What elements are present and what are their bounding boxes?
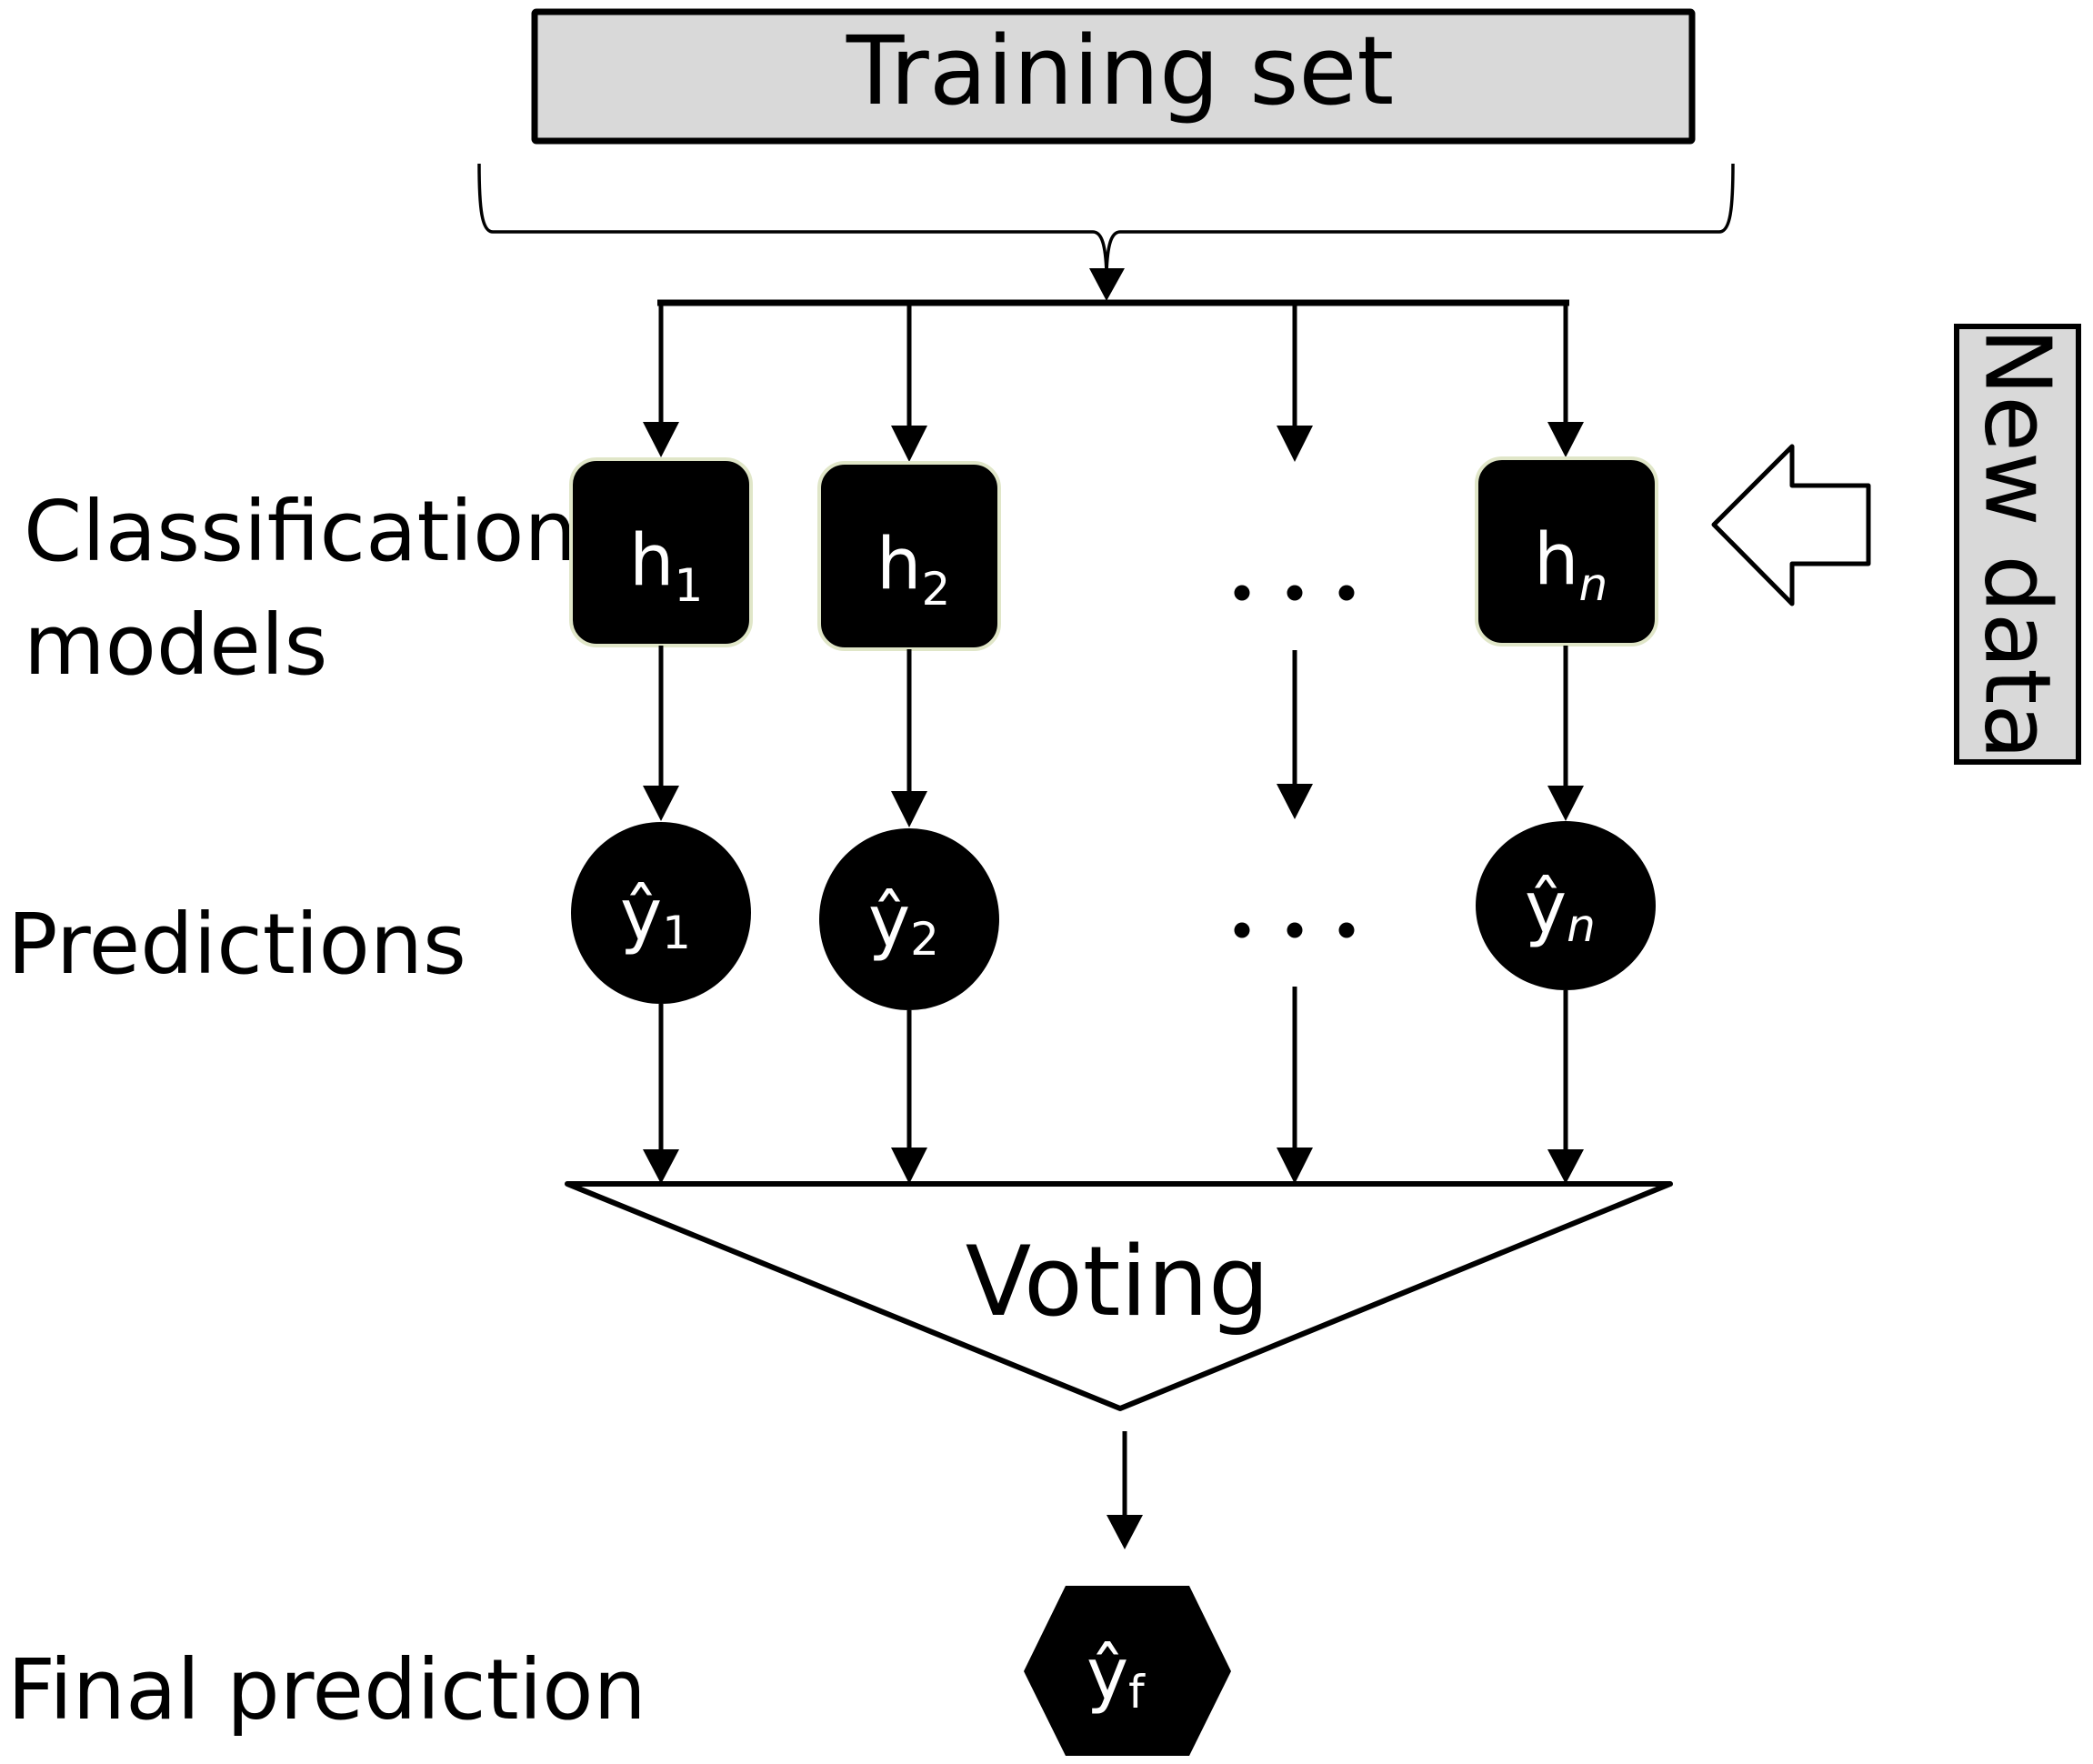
new-data-box: New data	[1954, 324, 2081, 765]
training-set-label: Training set	[846, 15, 1394, 126]
prediction-node-y1: ŷ1	[571, 822, 751, 1004]
prediction-yn-sub: n	[1567, 899, 1596, 952]
predictions-ellipsis	[1234, 922, 1355, 938]
prediction-y1-sub: 1	[662, 907, 691, 959]
input-arrows	[643, 303, 1584, 462]
svg-text:ŷ2: ŷ2	[868, 881, 939, 966]
model-h1-base: h	[629, 520, 674, 602]
voting-triangle: Voting	[565, 1181, 1673, 1411]
training-set-brace	[477, 163, 1735, 274]
model-hn-sub: n	[1578, 558, 1607, 611]
prediction-to-voting-arrows	[643, 987, 1584, 1184]
model-h1-sub: 1	[674, 559, 703, 612]
new-data-label: New data	[1965, 327, 2071, 759]
final-prediction-base: ŷ	[1087, 1634, 1128, 1716]
prediction-yn-base: ŷ	[1525, 867, 1567, 949]
training-set-box: Training set	[531, 8, 1696, 145]
final-prediction-sub: f	[1128, 1666, 1146, 1719]
model-h2-base: h	[876, 524, 921, 606]
prediction-y2-sub: 2	[910, 913, 939, 966]
prediction-y2-base: ŷ	[868, 881, 910, 963]
svg-text:hn: hn	[1534, 519, 1607, 611]
prediction-y1-base: ŷ	[620, 875, 662, 957]
svg-text:ŷf: ŷf	[1087, 1634, 1146, 1719]
models-ellipsis	[1234, 585, 1355, 601]
model-box-hn: hn	[1475, 456, 1658, 646]
voting-to-final-arrow	[1107, 1431, 1143, 1549]
brace-arrowhead	[1089, 268, 1125, 301]
voting-label: Voting	[966, 1226, 1270, 1338]
row-label-predictions: Predictions	[7, 896, 466, 993]
row-label-models: models	[24, 596, 327, 694]
row-label-classification: Classification	[24, 483, 577, 580]
row-label-final-prediction: Final prediction	[7, 1641, 646, 1739]
model-h2-sub: 2	[921, 563, 950, 616]
svg-text:ŷn: ŷn	[1525, 867, 1596, 952]
svg-text:h1: h1	[629, 520, 703, 612]
svg-text:h2: h2	[876, 524, 950, 616]
final-prediction-node: ŷf	[1024, 1586, 1231, 1756]
prediction-node-y2: ŷ2	[819, 828, 999, 1010]
svg-text:ŷ1: ŷ1	[620, 875, 691, 959]
model-to-prediction-arrows	[643, 646, 1584, 827]
new-data-arrow-icon	[1711, 444, 1871, 606]
prediction-node-yn: ŷn	[1476, 821, 1656, 990]
model-box-h2: h2	[817, 461, 1001, 651]
model-box-h1: h1	[569, 457, 753, 647]
model-hn-base: h	[1534, 519, 1578, 601]
